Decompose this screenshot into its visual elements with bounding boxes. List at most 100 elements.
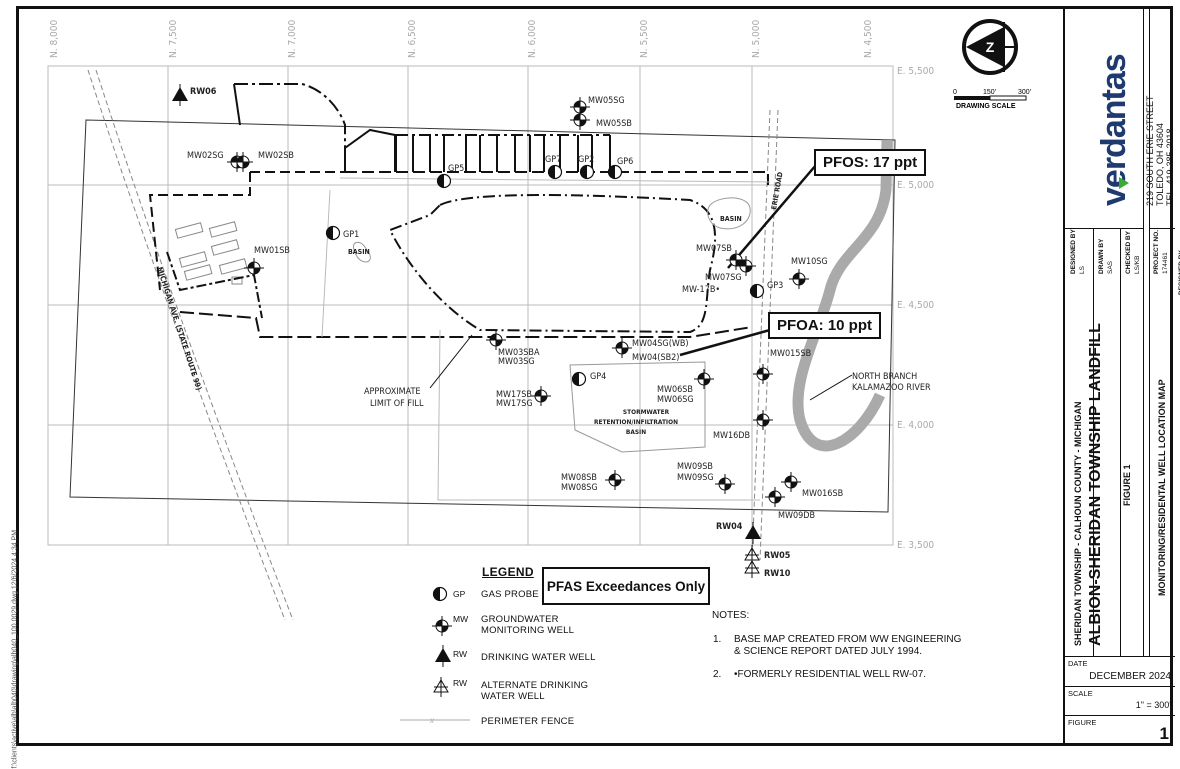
legend-label-line: MONITORING WELL: [481, 625, 575, 636]
well-label: MW04(SB2): [632, 353, 679, 363]
easting-label: E. 5,500: [897, 66, 934, 77]
monitoring-well-icon: [780, 471, 802, 493]
address-line: TOLEDO, OH 43604: [1155, 123, 1165, 206]
well-label: MW06SG: [657, 395, 694, 405]
kalamazoo-river: [792, 139, 893, 452]
well-label: MW016SB: [802, 489, 843, 499]
well-label: MW10SG: [791, 257, 828, 267]
legend-title: LEGEND: [482, 565, 534, 579]
pfos-leader-line: [727, 164, 817, 269]
well-label: MW03SBA: [498, 348, 540, 358]
figure-heading: FIGURE 1: [1122, 464, 1132, 506]
well-label: MW06SB: [657, 385, 693, 395]
designed-by: DESIGNED BY LS: [1069, 229, 1087, 274]
monitoring-well-icon: [243, 257, 265, 279]
landfill-perimeter: [148, 83, 769, 338]
gas-probe-label: GP7: [545, 155, 561, 165]
monitoring-well-icon: [752, 409, 774, 431]
north-arrow-icon: Z: [962, 19, 1018, 75]
gas-probe-icon: [571, 371, 587, 387]
river-label: KALAMAZOO RIVER: [852, 383, 931, 393]
easting-label: E. 3,500: [897, 540, 934, 551]
northing-labels: N. 8,000 N. 7,500 N. 7,000 N. 6,500 N. 6…: [49, 20, 874, 58]
figure-number: 1: [1159, 724, 1169, 743]
drinking-water-well-icon: [744, 521, 762, 545]
monitoring-well-icon: [788, 268, 810, 290]
well-label: MW04SG(WB): [632, 339, 689, 349]
basin-outline: [353, 241, 371, 263]
drawing-frame: [16, 6, 1173, 746]
address-line: 219 SOUTH ERIE STREET: [1145, 95, 1155, 206]
cell-label: CHECKED BY: [1125, 231, 1132, 274]
alternate-drinking-well-icon: [433, 676, 449, 698]
gas-probe-label: GP3: [767, 281, 783, 291]
legend-code: RW: [453, 649, 468, 659]
legend-label-line: ALTERNATE DRINKING: [481, 680, 589, 691]
well-label: MW09SG: [677, 473, 714, 483]
northing-label: N. 6,500: [407, 20, 418, 58]
well-label: MW05SG: [588, 96, 625, 106]
monitoring-well-icon: [714, 473, 736, 495]
legend-label: GAS PROBE: [481, 589, 539, 600]
fill-label: LIMIT OF FILL: [370, 399, 424, 409]
well-label: MW05SB: [596, 119, 632, 129]
monitoring-well-icon: [431, 615, 453, 637]
pfas-exceedances-box: PFAS Exceedances Only: [542, 567, 710, 605]
legend-icons: x: [400, 586, 470, 725]
north-arrow-letter: Z: [986, 39, 995, 55]
cell-value: 174461: [1162, 252, 1169, 274]
notes-title: NOTES:: [712, 610, 750, 621]
gas-probe-icon: [749, 283, 765, 299]
basin-label: BASIN: [348, 248, 370, 256]
well-label: MW08SB: [561, 473, 597, 483]
well-label: MW17SG: [496, 399, 533, 409]
drawn-by: DRAWN BY SAS: [1097, 239, 1115, 274]
date-label: DATE: [1068, 659, 1088, 668]
monitoring-well-icon: [530, 385, 552, 407]
cell-value: LS/KB: [1134, 255, 1141, 274]
figure-label: FIGURE: [1068, 718, 1097, 727]
scale-label: DRAWING SCALE: [956, 103, 1016, 110]
note-text: & SCIENCE REPORT DATED JULY 1994.: [734, 646, 923, 657]
note-text: •FORMERLY RESIDENTIAL WELL RW-07.: [734, 669, 927, 680]
stormwater-basin-outline: [569, 361, 706, 453]
well-label: MW16DB: [713, 431, 750, 441]
northing-label: N. 7,500: [168, 20, 179, 58]
site-map: N. 8,000 N. 7,500 N. 7,000 N. 6,500 N. 6…: [47, 19, 1031, 725]
gas-probe-icon: [579, 164, 595, 180]
well-label: MW17SB: [496, 390, 532, 400]
gas-probe-label: GP6: [617, 157, 633, 167]
monitoring-well-icon: [693, 368, 715, 390]
scale-value: 1" = 300': [1135, 700, 1171, 710]
well-label: RW10: [764, 569, 791, 579]
northing-label: N. 6,000: [527, 20, 538, 58]
fence-x-mark: x: [429, 716, 435, 725]
cell-value: LS: [1079, 266, 1086, 274]
figure-title: MONITORING/RESIDENTAL WELL LOCATION MAP: [1157, 379, 1167, 596]
gas-probe-label: GP4: [590, 372, 606, 382]
well-label: MW01SB: [254, 246, 290, 256]
gas-probe-label: GP1: [343, 230, 359, 240]
road-label: MICHIGAN AVE. (STATE ROUTE 99): [155, 266, 203, 392]
cell-label: DESIGNED BY: [1070, 229, 1077, 274]
monitoring-well-icon: [232, 151, 254, 173]
basin-outline: [707, 197, 751, 230]
well-label: MW02SB: [258, 151, 294, 161]
fill-leader-line: [429, 334, 473, 389]
easting-labels: E. 5,500 E. 5,000 E. 4,500 E. 4,000 E. 3…: [897, 66, 934, 551]
basin-label: RETENTION/INFILTRATION: [594, 418, 678, 426]
basin-label: BASIN: [626, 428, 646, 436]
northing-label: N. 4,500: [863, 20, 874, 58]
river-label: NORTH BRANCH: [852, 372, 917, 382]
gas-probe-icon: [436, 173, 452, 189]
drinking-water-well-icon: [171, 83, 189, 107]
legend-label: DRINKING WATER WELL: [481, 652, 596, 663]
perimeter-fence: [321, 177, 771, 501]
checked-by: CHECKED BY LS/KB: [1124, 231, 1142, 274]
building-outlines: [174, 221, 248, 285]
northing-label: N. 5,500: [639, 20, 650, 58]
legend-code: MW: [453, 614, 469, 624]
address-line: TEL. 419-385-2018: [1165, 128, 1175, 206]
